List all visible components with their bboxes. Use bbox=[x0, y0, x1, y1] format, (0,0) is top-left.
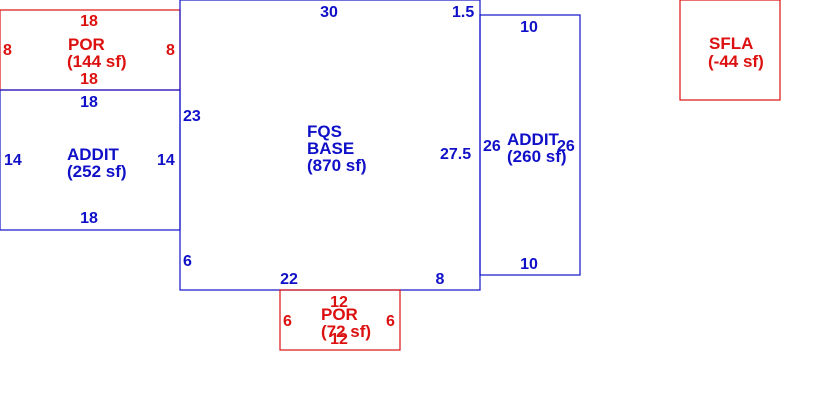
addition-left-dim-left: 14 bbox=[4, 152, 22, 169]
addition-left-area-text: (252 sf) bbox=[67, 162, 127, 181]
porch-top-left-area: 18 8 8 18 POR (144 sf) bbox=[0, 9, 181, 91]
base-name-line1: FQS bbox=[307, 122, 342, 141]
porch-bottom-area: 12 6 6 12 POR (72 sf) bbox=[279, 289, 401, 351]
porch-bottom-dim-bottom: 12 bbox=[330, 331, 348, 348]
addition-left-dim-right: 14 bbox=[157, 152, 175, 169]
porch-bottom-dim-top: 12 bbox=[330, 294, 348, 311]
base-name-line2: BASE bbox=[307, 139, 354, 158]
sfla-name: SFLA bbox=[709, 34, 753, 53]
addition-right-dim-left: 26 bbox=[483, 138, 501, 155]
addition-left-dim-bottom: 18 bbox=[80, 210, 98, 227]
addition-left-name: ADDIT bbox=[67, 145, 120, 164]
addition-right-area-text: (260 sf) bbox=[507, 147, 567, 166]
base-dim-bottom-right: 8 bbox=[436, 271, 445, 288]
porch-bottom-area-text: (72 sf) bbox=[321, 322, 371, 341]
porch-bottom-dim-right: 6 bbox=[386, 313, 395, 330]
porch-top-left-dim-right: 8 bbox=[166, 42, 175, 59]
addition-right-name: ADDIT bbox=[507, 130, 560, 149]
base-area-text: (870 sf) bbox=[307, 156, 367, 175]
addition-right-outline bbox=[479, 14, 581, 276]
sfla-area-text: (-44 sf) bbox=[708, 52, 764, 71]
base-dim-top: 30 bbox=[320, 4, 338, 21]
base-dim-bottom-left: 22 bbox=[280, 271, 298, 288]
porch-top-left-dim-top: 18 bbox=[80, 13, 98, 30]
base-dim-top-right: 1.5 bbox=[452, 4, 474, 21]
addition-right-dim-top: 10 bbox=[520, 19, 538, 36]
addition-left-area: 18 14 14 18 ADDIT (252 sf) bbox=[0, 89, 181, 231]
sfla-outline bbox=[679, 0, 781, 101]
addition-left-dim-top: 18 bbox=[80, 94, 98, 111]
porch-top-left-area-text: (144 sf) bbox=[67, 52, 127, 71]
base-dim-right: 27.5 bbox=[440, 146, 471, 163]
base-dim-left-upper: 23 bbox=[183, 108, 201, 125]
porch-top-left-dim-left: 8 bbox=[3, 42, 12, 59]
porch-top-left-dim-bottom: 18 bbox=[80, 71, 98, 88]
base-area: 30 1.5 23 6 27.5 22 8 FQS BASE (870 sf) bbox=[179, 0, 481, 291]
base-dim-left-lower: 6 bbox=[183, 253, 192, 270]
porch-bottom-dim-left: 6 bbox=[283, 313, 292, 330]
porch-bottom-name: POR bbox=[321, 305, 358, 324]
addition-right-dim-bottom: 10 bbox=[520, 256, 538, 273]
porch-bottom-outline bbox=[279, 289, 401, 351]
addition-right-dim-right: 26 bbox=[557, 138, 575, 155]
sfla-area: SFLA (-44 sf) bbox=[679, 0, 781, 101]
porch-top-left-name: POR bbox=[68, 35, 105, 54]
addition-right-area: 10 26 26 10 ADDIT (260 sf) bbox=[479, 14, 581, 276]
